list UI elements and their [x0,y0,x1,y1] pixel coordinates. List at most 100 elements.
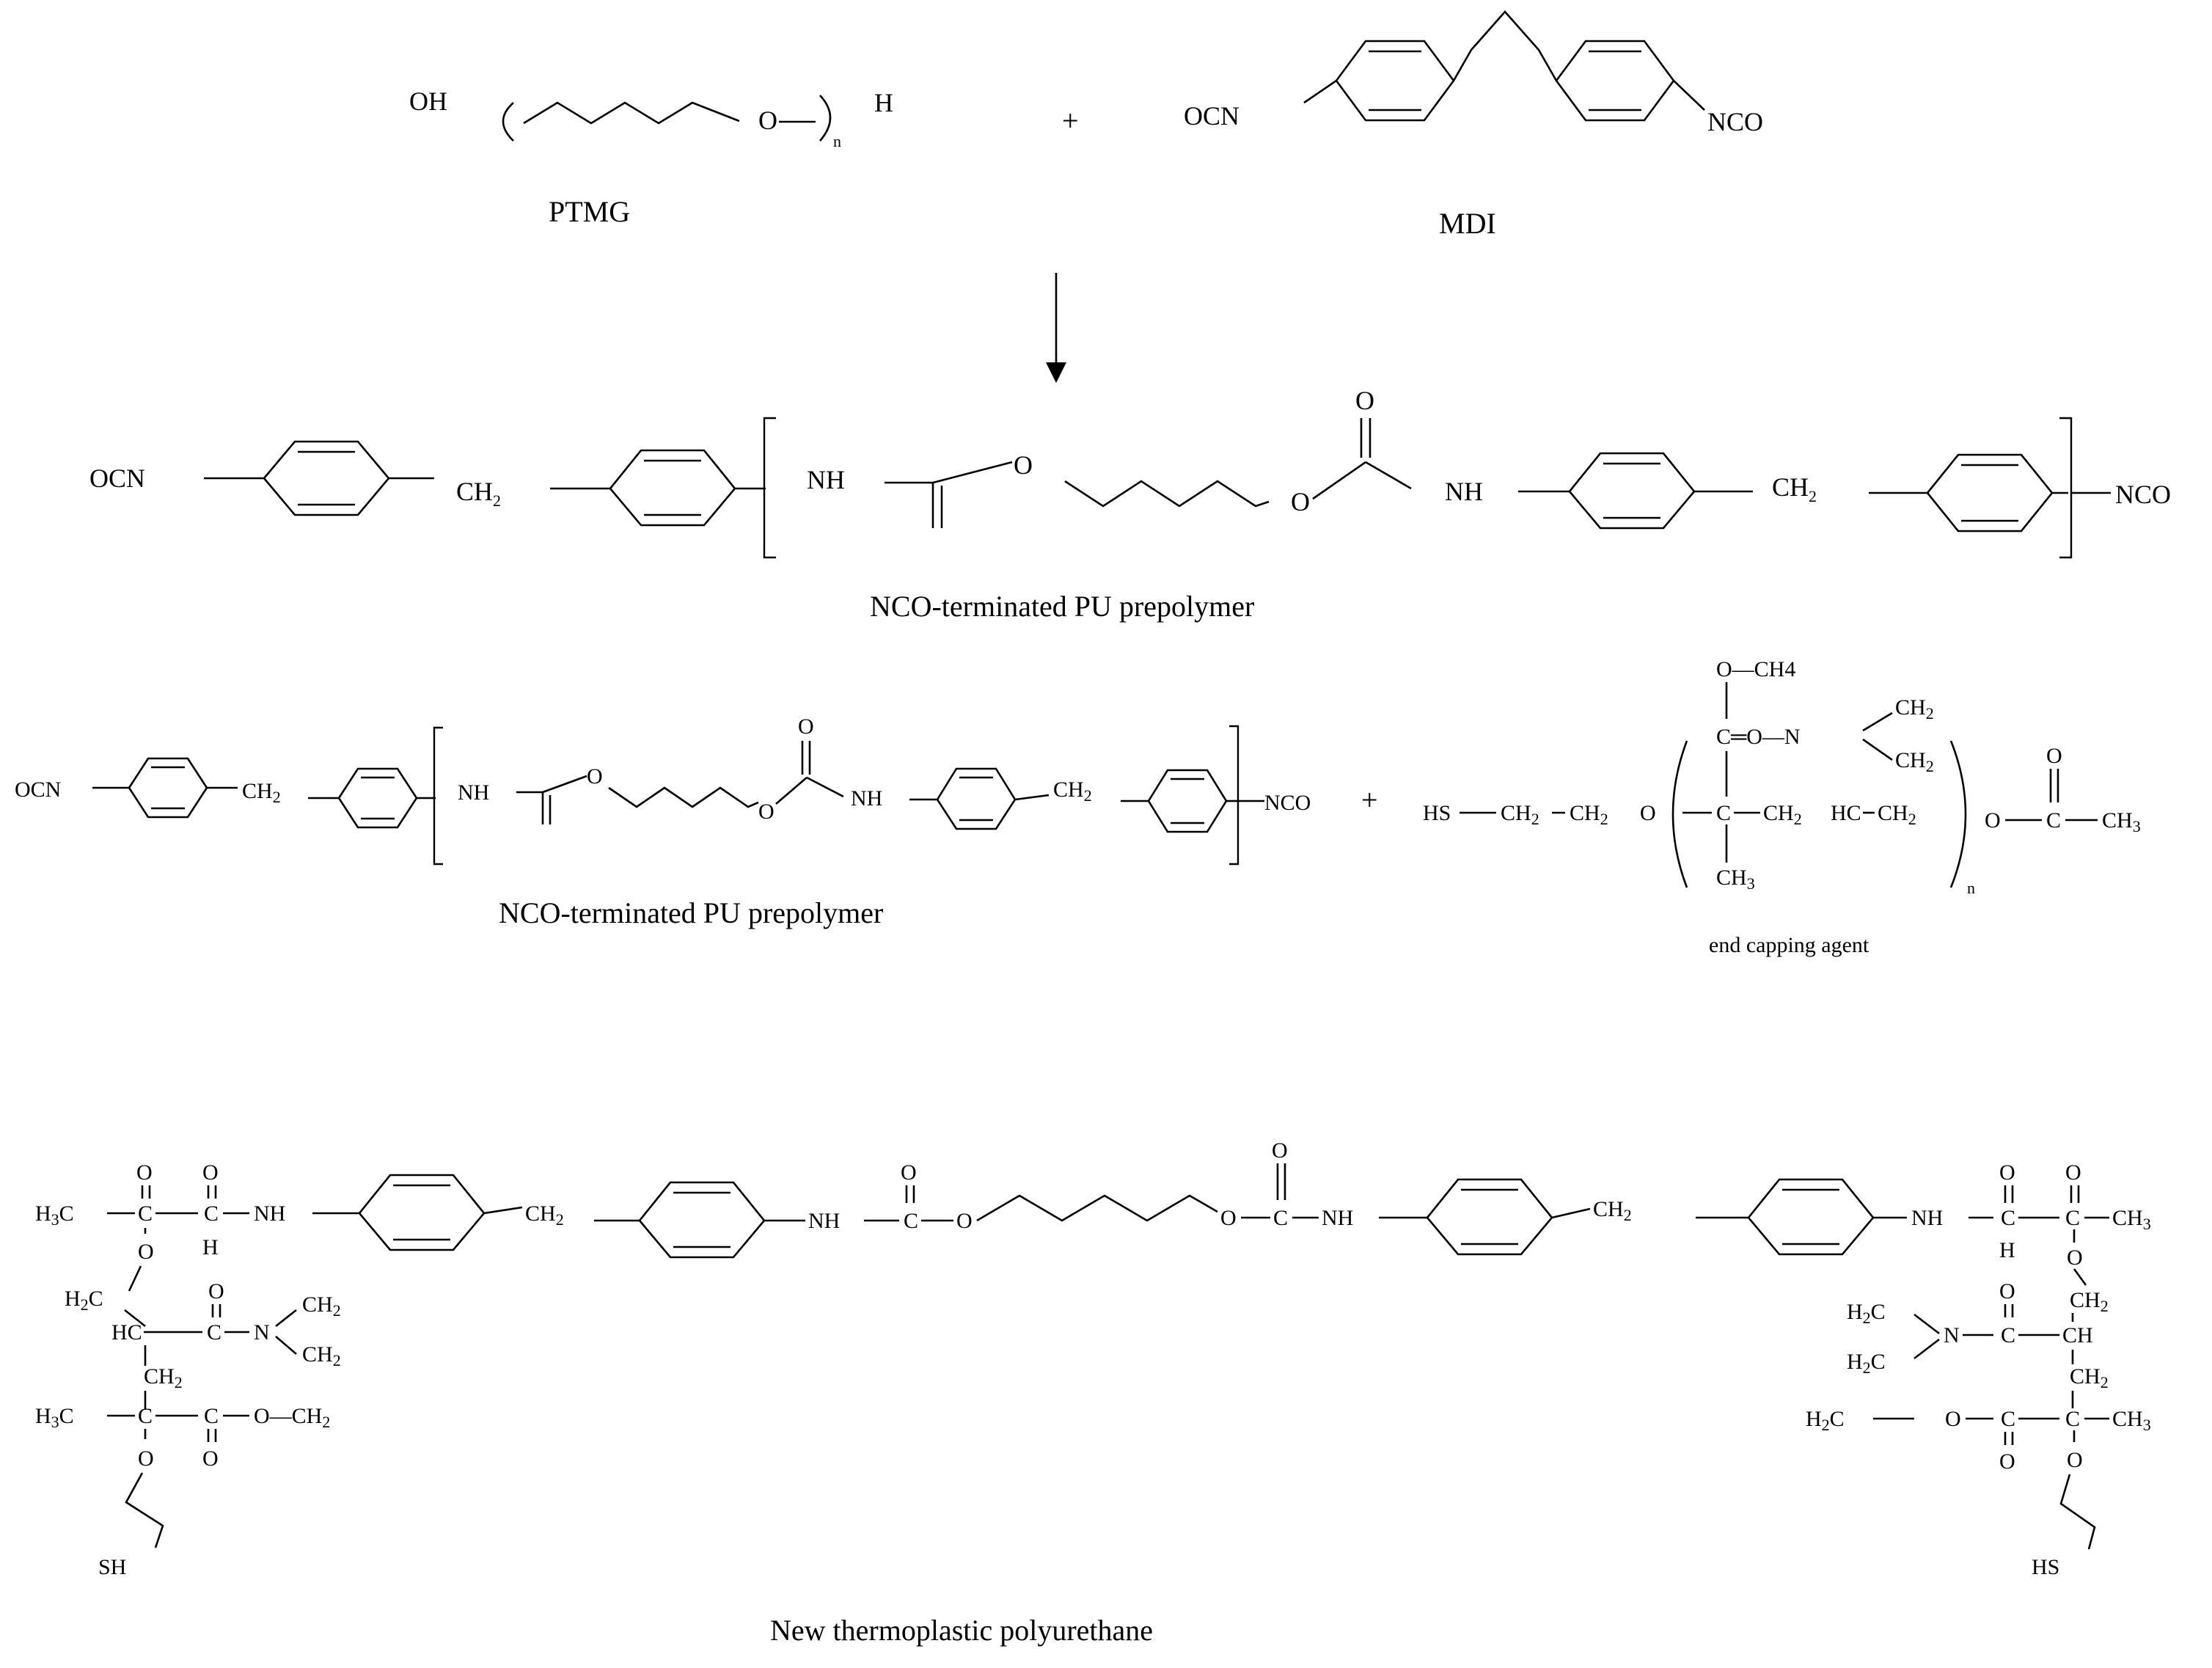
product-chain-nh-a: NH [808,1209,840,1233]
prepolymer2-ocn: OCN [15,778,61,802]
product-left-n: N [254,1320,270,1345]
product-chain-o-a: O [901,1160,917,1185]
product-right-h2c-n1: H2C [1847,1300,1886,1327]
product-label: New thermoplastic polyurethane [770,1614,1153,1647]
ptmg-oh: OH [409,87,447,116]
prepolymer2-o-a: O [587,764,603,789]
ptmg-bracket-right [819,95,832,142]
ptmg-bracket-left [502,102,514,142]
mdi-nco: NCO [1707,107,1763,136]
product-left-och2: O—CH2 [254,1404,330,1431]
ptmg-chain [523,101,740,125]
prepolymer1-ch2-a: CH2 [456,477,501,510]
capping-ch2-2: CH2 [1570,801,1608,828]
product-chain-oc-b: O [1220,1206,1237,1230]
plus-sign-2: + [1361,783,1378,816]
product-right-c2: C [2065,1206,2080,1230]
product-chain-c-b: C [1273,1206,1288,1230]
prepolymer2-nco: NCO [1264,791,1311,815]
mdi-ocn: OCN [1184,101,1239,131]
prepolymer2-butyl-chain [608,786,759,808]
product-right-o-amide: O [1999,1279,2015,1303]
product-right-nh: NH [1911,1206,1943,1230]
product-left-c-amide: C [207,1320,221,1345]
product-main-chain: CH2 NH C O O O C O NH [312,1138,1907,1259]
product-left-c2: C [204,1201,219,1226]
capping-o-1: O [1640,801,1656,825]
capping-o-ch4: O—CH4 [1716,657,1795,681]
product-left-ch2: CH2 [144,1364,183,1391]
prepolymer2-bond-10 [1014,794,1050,801]
product-left-h2c: H2C [65,1287,103,1314]
product-left-ch2-n1: CH2 [302,1292,341,1320]
product-right-c-amide: C [2001,1323,2015,1347]
prepolymer1-nh-a: NH [807,465,845,494]
prepolymer1-bond-7 [1312,461,1366,500]
capping-hs: HS [1423,801,1451,825]
product-left-bond-9 [275,1309,297,1328]
capping-ch2-top: CH2 [1895,695,1934,723]
product-right-bond-7 [1913,1313,1940,1335]
product-left-bond-5 [128,1265,142,1292]
product-right-end-group: NH O O C H C CH3 O CH2 O H2C H2C [1806,1160,2151,1579]
prepolymer2-ch2-b: CH2 [1053,778,1092,805]
prepolymer1-label: NCO-terminated PU prepolymer [870,590,1254,623]
product-right-c1: C [2001,1206,2015,1230]
product-chain-oc-a: O [956,1209,973,1233]
product-right-ch2-mid: CH2 [2070,1364,2109,1391]
prepolymer1-bracket-right [2059,417,2073,559]
product-right-ch: CH [2062,1323,2093,1347]
product-right-o-bottom: O [2067,1448,2083,1472]
capping-n: n [1967,879,1975,897]
capping-paren-right [1949,740,1967,888]
prepolymer1-o-carbonyl: O [1355,386,1374,415]
product-structure: O O H3C C C H NH O H2C O HC C [35,1138,2151,1647]
prepolymer-structure-2: OCN CH2 NH O O O NH CH2 [15,714,1311,929]
product-chain-ch2-a: CH2 [525,1201,564,1229]
product-right-h2c-end: H2C [1806,1407,1845,1434]
product-chain-nh-b: NH [1322,1206,1353,1230]
reaction-arrow [1046,273,1066,383]
prepolymer1-bond-6 [932,461,1013,484]
prepolymer1-butyl-chain [1064,480,1270,508]
product-right-c3: C [2001,1407,2015,1431]
product-right-o2: O [2065,1160,2081,1185]
capping-ch3-bot: CH3 [1716,866,1755,893]
capping-c-acetyl: C [2046,808,2061,833]
prepolymer1-nh-b: NH [1445,477,1483,506]
ptmg-structure: OH O n H PTMG [409,87,893,228]
prepolymer1-o-a: O [1014,450,1033,480]
product-left-o-ester-c: O [202,1446,219,1471]
capping-label: end capping agent [1709,933,1869,957]
product-right-n: N [1944,1323,1960,1347]
product-left-o-ether: O [138,1240,154,1264]
product-left-o1: O [136,1160,153,1185]
mdi-bond-right [1673,80,1705,111]
ptmg-h: H [874,88,893,117]
prepolymer2-bond-6 [542,775,587,794]
capping-ch3-acetyl: CH3 [2102,808,2141,835]
mdi-methylene-bridge [1452,10,1558,81]
product-left-nh: NH [254,1201,285,1226]
product-left-h: H [202,1235,219,1259]
prepolymer1-bond-8 [1365,461,1412,490]
product-right-bond-5 [2073,1268,2087,1286]
product-chain-o-b: O [1272,1138,1288,1163]
product-right-ch2-top: CH2 [2070,1288,2109,1315]
prepolymer2-nh-a: NH [458,780,489,805]
product-right-bond-8 [1913,1338,1940,1360]
product-left-o-bottom: O [138,1446,154,1471]
capping-ch2-4: CH2 [1878,801,1916,828]
mdi-ring-left [1335,40,1455,122]
product-chain-ch2-b: CH2 [1593,1197,1632,1224]
prepolymer1-ocn: OCN [89,464,145,493]
product-left-c3: C [138,1404,153,1428]
product-left-end-group: O O H3C C C H NH O H2C O HC C [35,1160,341,1579]
product-chain-bond-10 [1551,1207,1591,1219]
product-left-c1: C [138,1201,153,1226]
product-left-c4: C [204,1404,219,1428]
product-left-ch2-n2: CH2 [302,1342,341,1369]
mdi-ring-right [1555,40,1675,122]
capping-paren-left [1671,740,1688,888]
product-left-h3c2: H3C [35,1404,74,1431]
